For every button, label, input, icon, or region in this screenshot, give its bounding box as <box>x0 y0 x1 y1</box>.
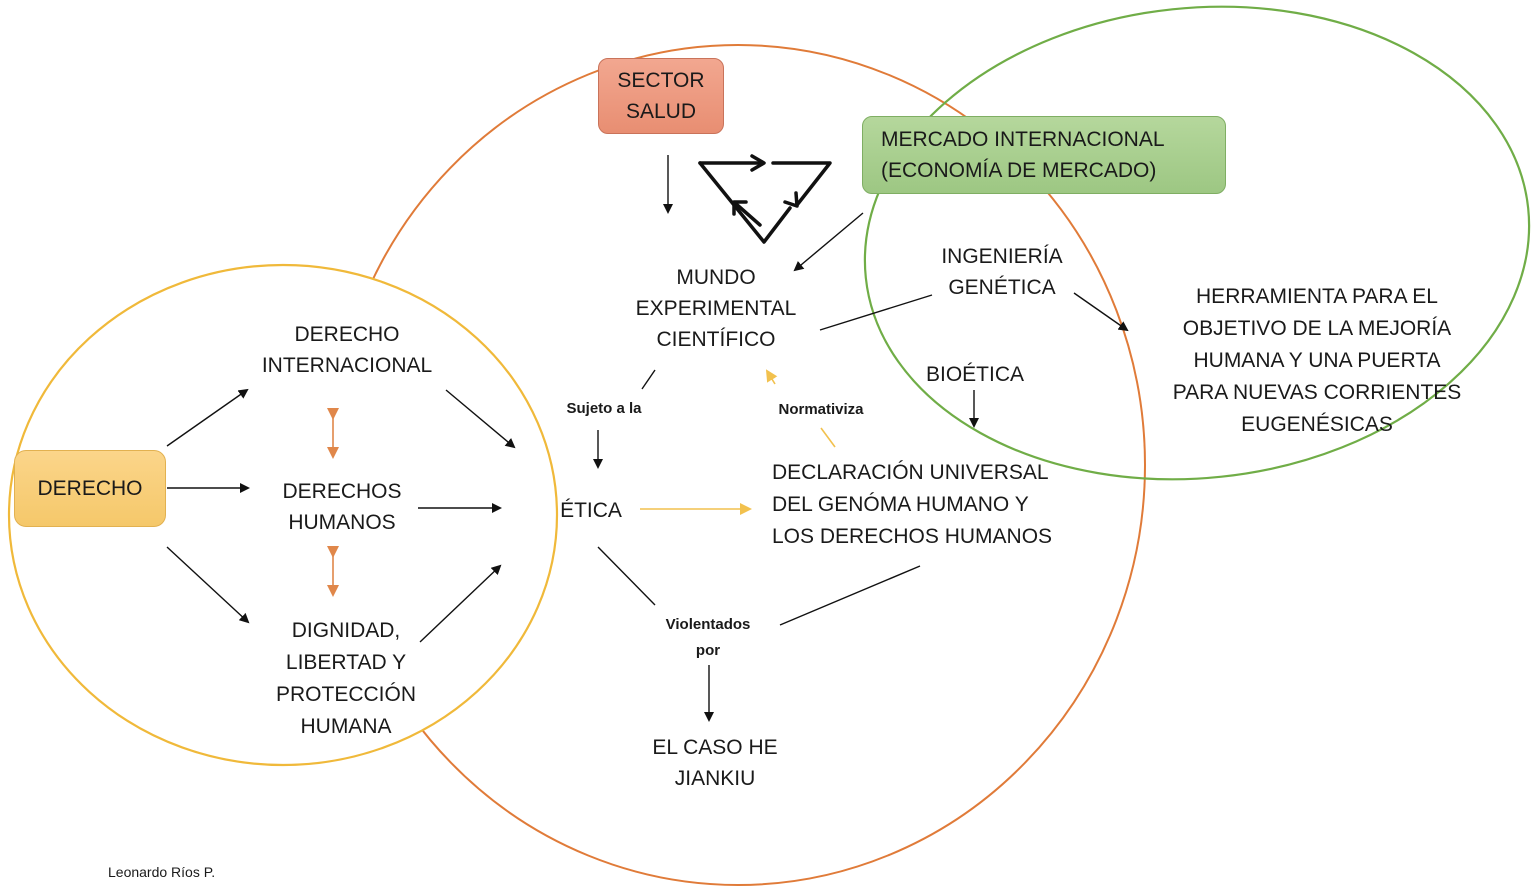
mundo-experimental-label: MUNDO EXPERIMENTAL CIENTÍFICO <box>616 262 816 355</box>
caso-he-jiankiu-label: EL CASO HE JIANKIU <box>620 732 810 794</box>
violentados-por-label: Violentados por <box>648 612 768 664</box>
arrow-derecho-internacional <box>166 388 249 447</box>
ingenieria-line-1: INGENIERÍA <box>941 245 1063 268</box>
declaracion-line-1: DECLARACIÓN UNIVERSAL <box>772 461 1049 484</box>
herramienta-line-1: HERRAMIENTA PARA EL <box>1196 285 1438 308</box>
arrow-normativiza-mundo <box>765 369 778 385</box>
declaracion-line-3: LOS DERECHOS HUMANOS <box>772 525 1053 548</box>
line-declaracion-violentados <box>779 565 921 626</box>
dignidad-line-3: PROTECCIÓN <box>275 683 416 706</box>
derecho-internacional-line-1: DERECHO <box>294 323 400 346</box>
mundo-line-3: CIENTÍFICO <box>656 328 776 351</box>
normativiza-text: Normativiza <box>778 401 864 418</box>
dignidad-line-1: DIGNIDAD, <box>291 619 401 642</box>
herramienta-line-2: OBJETIVO DE LA MEJORÍA <box>1182 317 1452 340</box>
derechos-humanos-line-2: HUMANOS <box>288 511 396 534</box>
mercado-line-1: MERCADO INTERNACIONAL <box>881 128 1165 151</box>
violentados-line-2: por <box>695 642 721 659</box>
herramienta-line-4: PARA NUEVAS CORRIENTES <box>1172 381 1462 404</box>
author-credit: Leonardo Ríos P. <box>108 864 216 880</box>
yellow-circle <box>7 263 559 767</box>
ingenieria-genetica-label: INGENIERÍA GENÉTICA <box>912 241 1092 303</box>
violentados-line-1: Violentados <box>665 616 751 633</box>
normativiza-label: Normativiza <box>758 397 884 423</box>
ingenieria-line-2: GENÉTICA <box>948 276 1056 299</box>
derecho-internacional-label: DERECHO INTERNACIONAL <box>240 319 454 381</box>
derecho-label: DERECHO <box>37 477 143 500</box>
line-mundo-sujeto <box>641 369 656 390</box>
sujeto-a-la-label: Sujeto a la <box>548 396 660 422</box>
mundo-line-2: EXPERIMENTAL <box>635 297 797 320</box>
bioetica-text: BIOÉTICA <box>925 363 1025 386</box>
green-circle <box>863 5 1531 481</box>
sujeto-text: Sujeto a la <box>566 400 642 417</box>
arrow-dignidad-etica <box>419 564 502 643</box>
dignidad-line-2: LIBERTAD Y <box>285 651 407 674</box>
line-declaracion-normativiza <box>820 427 836 448</box>
etica-text: ÉTICA <box>560 499 622 522</box>
arrow-mercado-mundo <box>793 212 864 272</box>
arrow-derecho-dignidad <box>166 546 250 624</box>
mundo-line-1: MUNDO <box>676 266 756 289</box>
dignidad-line-4: HUMANA <box>300 715 392 738</box>
declaracion-line-2: DEL GENÓMA HUMANO Y <box>772 493 1029 516</box>
declaracion-universal-label: DECLARACIÓN UNIVERSAL DEL GENÓMA HUMANO … <box>772 457 1094 553</box>
cycle-triangle-icon <box>698 154 832 244</box>
sector-salud-box: SECTOR SALUD <box>598 58 724 134</box>
derechos-humanos-label: DERECHOS HUMANOS <box>262 476 422 538</box>
herramienta-line-3: HUMANA Y UNA PUERTA <box>1193 349 1441 372</box>
sector-salud-line-2: SALUD <box>625 100 697 123</box>
arrow-ingenieria-herramienta <box>1073 292 1129 332</box>
herramienta-label: HERRAMIENTA PARA EL OBJETIVO DE LA MEJOR… <box>1150 281 1484 441</box>
derecho-box: DERECHO <box>14 450 166 527</box>
line-etica-violentados <box>597 546 656 606</box>
sector-salud-line-1: SECTOR <box>617 69 705 92</box>
mercado-line-2: (ECONOMÍA DE MERCADO) <box>881 159 1157 182</box>
derecho-internacional-line-2: INTERNACIONAL <box>261 354 433 377</box>
line-mundo-ingenieria <box>819 294 933 331</box>
dignidad-label: DIGNIDAD, LIBERTAD Y PROTECCIÓN HUMANA <box>256 615 436 743</box>
herramienta-line-5: EUGENÉSICAS <box>1241 413 1393 436</box>
caso-line-2: JIANKIU <box>674 767 756 790</box>
caso-line-1: EL CASO HE <box>652 736 778 759</box>
arrow-internacional-etica <box>445 389 516 449</box>
mercado-internacional-box: MERCADO INTERNACIONAL (ECONOMÍA DE MERCA… <box>862 116 1226 194</box>
bioetica-label: BIOÉTICA <box>905 359 1045 390</box>
etica-label: ÉTICA <box>549 495 633 526</box>
derechos-humanos-line-1: DERECHOS <box>282 480 402 503</box>
